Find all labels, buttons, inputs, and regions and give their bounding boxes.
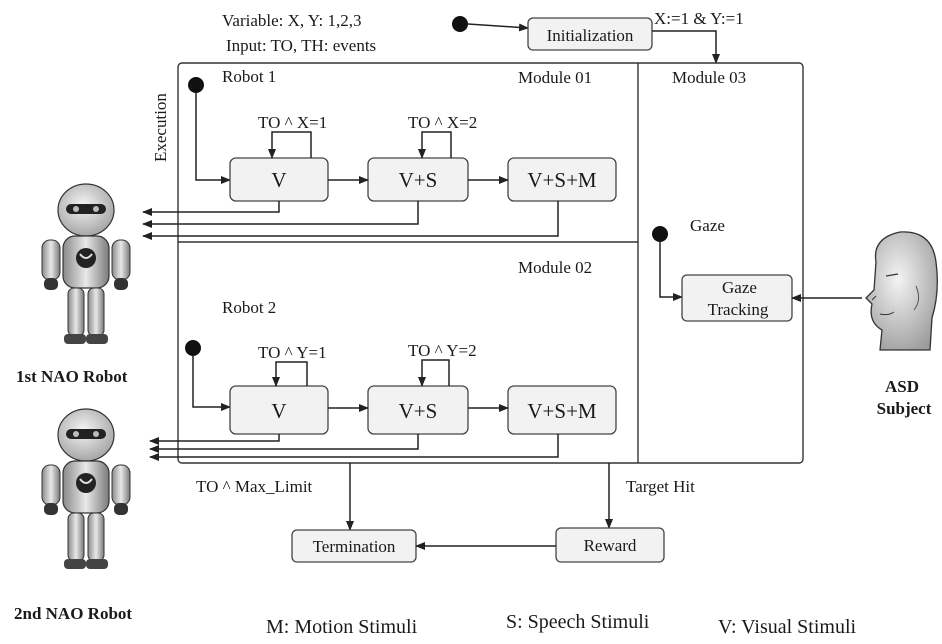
robot2-start-dot — [185, 340, 201, 356]
robot2-vs-label: V+S — [399, 399, 438, 423]
max-limit-label: TO ^ Max_Limit — [196, 477, 313, 496]
initialization-label: Initialization — [547, 26, 634, 45]
gaze-start-arrow — [659, 242, 683, 301]
robot2-start-arrow — [192, 356, 231, 411]
robot1-label: Robot 1 — [222, 67, 276, 86]
robot2-vsm-output — [149, 434, 559, 461]
init-to-module-arrow — [652, 30, 720, 64]
robot1-v-self-loop — [268, 131, 312, 159]
robot2-v-label: V — [271, 399, 286, 423]
legend-speech: S: Speech Stimuli — [506, 611, 650, 633]
robot1-vsm-output — [142, 201, 559, 240]
robot2-label: Robot 2 — [222, 298, 276, 317]
robot1-vs-label: V+S — [399, 168, 438, 192]
target-hit-label: Target Hit — [626, 477, 695, 496]
inputs-text: Input: TO, TH: events — [226, 36, 376, 55]
reward-box — [555, 527, 665, 563]
legend-visual: V: Visual Stimuli — [718, 616, 857, 638]
termination-label: Termination — [313, 537, 396, 556]
robot2-vsm-label: V+S+M — [527, 399, 597, 423]
robot1-v-label: V — [271, 168, 286, 192]
module-03-label: Module 03 — [672, 68, 746, 87]
robot1-cond1-label: TO ^ X=1 — [258, 113, 327, 132]
nao-robot-2-illustration — [41, 408, 131, 569]
robot1-v-output — [142, 201, 280, 216]
robot2-cond2-label: TO ^ Y=2 — [408, 341, 477, 360]
robot2-vs-output — [149, 434, 419, 453]
robot1-vsm-label: V+S+M — [527, 168, 597, 192]
robot1-start-arrow — [195, 93, 231, 184]
asd-subject-head-illustration — [865, 231, 938, 351]
robot2-cond1-label: TO ^ Y=1 — [258, 343, 327, 362]
variables-text: Variable: X, Y: 1,2,3 — [222, 11, 361, 30]
subject-label-1: ASD — [885, 377, 919, 396]
robot2-v-output — [149, 434, 280, 445]
robot1-start-dot — [188, 77, 204, 93]
subject-label-2: Subject — [877, 399, 932, 418]
gaze-start-dot — [652, 226, 668, 242]
robot1-vs-self-loop — [418, 131, 452, 159]
initialization-box — [527, 17, 653, 51]
robot1-name: 1st NAO Robot — [16, 367, 128, 386]
init-arrow — [467, 23, 529, 32]
robot1-cond2-label: TO ^ X=2 — [408, 113, 477, 132]
reward-label: Reward — [584, 536, 637, 555]
initial-state-dot — [452, 16, 468, 32]
execution-label: Execution — [151, 93, 170, 162]
gaze-label: Gaze — [690, 216, 725, 235]
robot2-vs-self-loop — [418, 359, 450, 387]
robot2-v-self-loop — [272, 361, 308, 387]
execution-frame — [177, 62, 804, 464]
module-01-label: Module 01 — [518, 68, 592, 87]
legend-motion: M: Motion Stimuli — [266, 616, 418, 638]
robot2-name: 2nd NAO Robot — [14, 604, 132, 623]
robot1-vs-output — [142, 201, 419, 228]
nao-robot-1-illustration — [41, 183, 131, 344]
gaze-tracking-label-2: Tracking — [708, 300, 769, 319]
init-assign-label: X:=1 & Y:=1 — [654, 9, 744, 28]
module-02-label: Module 02 — [518, 258, 592, 277]
gaze-tracking-label-1: Gaze — [722, 278, 757, 297]
